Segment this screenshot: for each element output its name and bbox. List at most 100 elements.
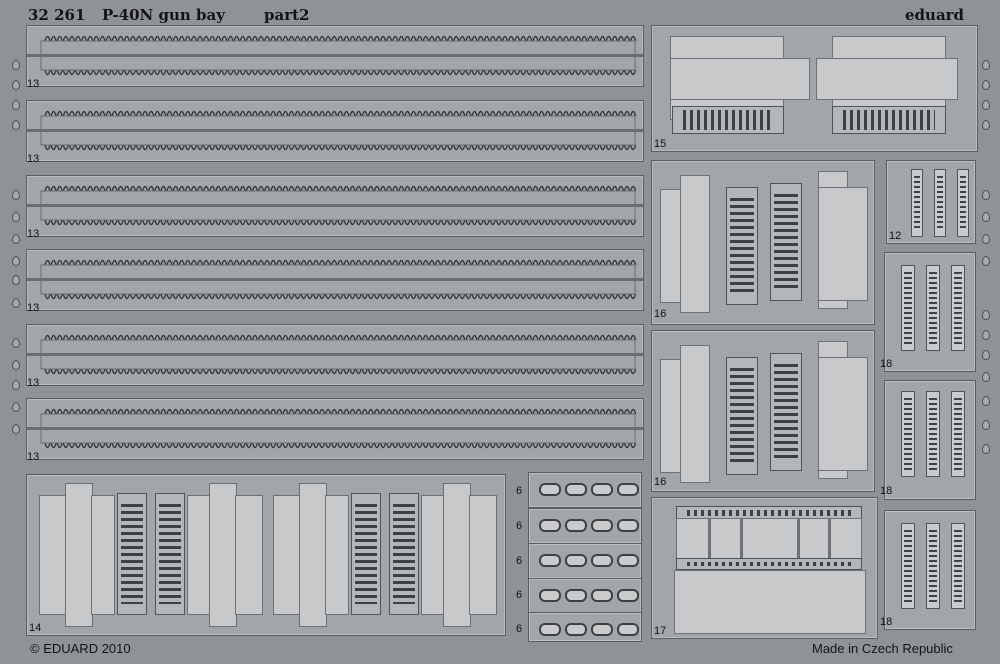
teardrop-part — [12, 402, 20, 412]
link-strip — [901, 391, 915, 477]
link-clip — [565, 519, 587, 532]
cover-plate — [469, 495, 497, 615]
feed-chute — [117, 493, 147, 615]
cover-plate — [818, 357, 868, 471]
feed-chute — [672, 106, 784, 134]
feed-chute — [832, 106, 946, 134]
link-clip — [539, 623, 561, 636]
cover-plate — [187, 495, 211, 615]
part-number-label: 6 — [516, 485, 523, 497]
link-strip — [901, 523, 915, 609]
cover-plate — [421, 495, 445, 615]
teardrop-part — [982, 60, 990, 70]
link-clip — [591, 589, 613, 602]
part-number-label: 6 — [516, 623, 523, 635]
clip-strip — [934, 169, 946, 237]
link-clip — [591, 519, 613, 532]
clip-row — [528, 543, 642, 579]
clip-row — [528, 472, 642, 508]
box-lid-plate — [674, 570, 866, 634]
cartridge-links — [40, 35, 637, 76]
clip-strip-set — [886, 160, 976, 244]
box-edge-strip — [676, 558, 862, 570]
clip-strip — [957, 169, 969, 237]
teardrop-part — [12, 80, 20, 90]
ammo-belt — [26, 175, 644, 237]
link-clip — [565, 483, 587, 496]
cover-plate — [325, 495, 349, 615]
link-clip — [565, 554, 587, 567]
teardrop-part — [982, 120, 990, 130]
cartridge-links — [40, 408, 637, 449]
ammo-belt — [26, 25, 644, 87]
link-clip — [539, 589, 561, 602]
part-number-label: 6 — [516, 555, 523, 567]
teardrop-part — [982, 310, 990, 320]
link-clip — [539, 554, 561, 567]
teardrop-part — [982, 80, 990, 90]
feed-chute — [770, 353, 802, 471]
side-panel-set — [651, 330, 875, 492]
link-clip — [539, 519, 561, 532]
teardrop-part — [12, 190, 20, 200]
ammo-belt — [26, 100, 644, 162]
link-clip — [617, 623, 639, 636]
cartridge-links — [40, 185, 637, 226]
link-clip — [565, 589, 587, 602]
feed-chute — [351, 493, 381, 615]
teardrop-part — [12, 298, 20, 308]
cover-plate — [273, 495, 301, 615]
link-strip — [901, 265, 915, 351]
teardrop-part — [12, 100, 20, 110]
cover-plate — [818, 187, 868, 301]
teardrop-part — [982, 372, 990, 382]
part-number-label: 13 — [27, 377, 40, 389]
cover-plate — [91, 495, 115, 615]
cover-plate — [65, 483, 93, 627]
cover-plate — [443, 483, 471, 627]
teardrop-part — [12, 60, 20, 70]
link-strip — [926, 391, 940, 477]
part-number-label: 15 — [654, 138, 667, 150]
cover-plate — [680, 345, 710, 483]
link-strip — [951, 523, 965, 609]
ammo-belt — [26, 398, 644, 460]
teardrop-part — [982, 444, 990, 454]
teardrop-part — [12, 360, 20, 370]
teardrop-part — [12, 234, 20, 244]
feed-chute — [726, 187, 758, 305]
part-number-label: 13 — [27, 78, 40, 90]
link-strip — [926, 523, 940, 609]
ammo-belt — [26, 324, 644, 386]
link-clip — [617, 519, 639, 532]
teardrop-part — [12, 212, 20, 222]
part-number-label: 13 — [27, 451, 40, 463]
link-strip — [926, 265, 940, 351]
feed-chute — [726, 357, 758, 475]
link-strip — [951, 265, 965, 351]
link-set — [884, 252, 976, 372]
part-number-label: 18 — [880, 485, 893, 497]
part-number-label: 13 — [27, 302, 40, 314]
clip-row — [528, 508, 642, 544]
teardrop-part — [982, 420, 990, 430]
cover-plate — [209, 483, 237, 627]
part-number-label: 16 — [654, 476, 667, 488]
cartridge-links — [40, 334, 637, 375]
box-side-plate — [676, 518, 862, 560]
part-number-label: 13 — [27, 228, 40, 240]
fret-part: part2 — [264, 6, 310, 24]
link-strip — [951, 391, 965, 477]
feed-chute — [155, 493, 185, 615]
part-number-label: 18 — [880, 358, 893, 370]
teardrop-part — [982, 190, 990, 200]
teardrop-part — [12, 120, 20, 130]
clip-row — [528, 578, 642, 614]
feed-chute — [770, 183, 802, 301]
ammo-box-panel — [651, 497, 878, 639]
part-number-label: 18 — [880, 616, 893, 628]
link-clip — [591, 623, 613, 636]
fret-title: P-40N gun bay — [102, 6, 225, 24]
cartridge-links — [40, 259, 637, 300]
